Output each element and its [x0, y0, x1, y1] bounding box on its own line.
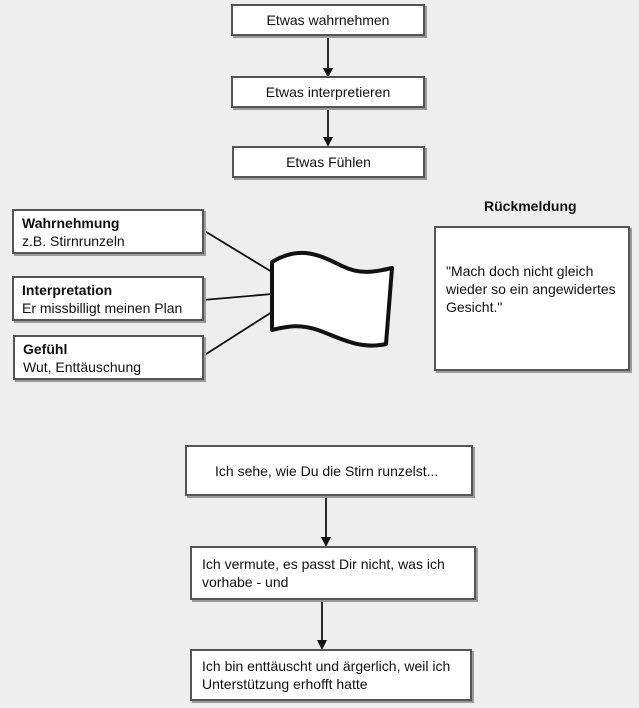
statement-suspect-box: Ich vermute, es passt Dir nicht, was ich… [190, 546, 476, 600]
statement-suspect-text: Ich vermute, es passt Dir nicht, was ich… [202, 556, 445, 590]
step-feel-label: Etwas Fühlen [286, 154, 371, 170]
step-feel-box: Etwas Fühlen [232, 146, 425, 178]
line-wahrnehmung-to-flag [202, 229, 273, 273]
feedback-box: "Mach doch nicht gleich wieder so ein an… [434, 226, 630, 371]
statement-see-text: Ich sehe, wie Du die Stirn runzelst... [215, 463, 439, 479]
component-title: Wahrnehmung [22, 215, 120, 231]
feedback-heading: Rückmeldung [484, 198, 577, 214]
component-title: Interpretation [22, 282, 113, 298]
statement-see-box: Ich sehe, wie Du die Stirn runzelst... [185, 445, 473, 496]
step-perceive-box: Etwas wahrnehmen [231, 4, 425, 36]
feedback-quote: "Mach doch nicht gleich wieder so ein an… [446, 263, 616, 315]
component-wahrnehmung: Wahrnehmung z.B. Stirnrunzeln [12, 209, 204, 254]
line-gefuehl-to-flag [202, 311, 273, 357]
component-interpretation: Interpretation Er missbilligt meinen Pla… [12, 276, 204, 321]
step-interpret-box: Etwas interpretieren [231, 76, 425, 108]
component-text: Wut, Enttäuschung [23, 359, 142, 375]
step-interpret-label: Etwas interpretieren [265, 84, 391, 100]
statement-feel-text: Ich bin enttäuscht und ärgerlich, weil i… [202, 658, 451, 692]
component-text: Er missbilligt meinen Plan [22, 300, 183, 316]
component-gefuehl: Gefühl Wut, Enttäuschung [13, 335, 204, 380]
component-title: Gefühl [23, 341, 68, 357]
component-text: z.B. Stirnrunzeln [22, 233, 125, 249]
message-flag-icon [270, 251, 394, 348]
statement-feel-box: Ich bin enttäuscht und ärgerlich, weil i… [190, 649, 472, 701]
step-perceive-label: Etwas wahrnehmen [266, 12, 390, 28]
line-interpretation-to-flag [202, 293, 273, 301]
